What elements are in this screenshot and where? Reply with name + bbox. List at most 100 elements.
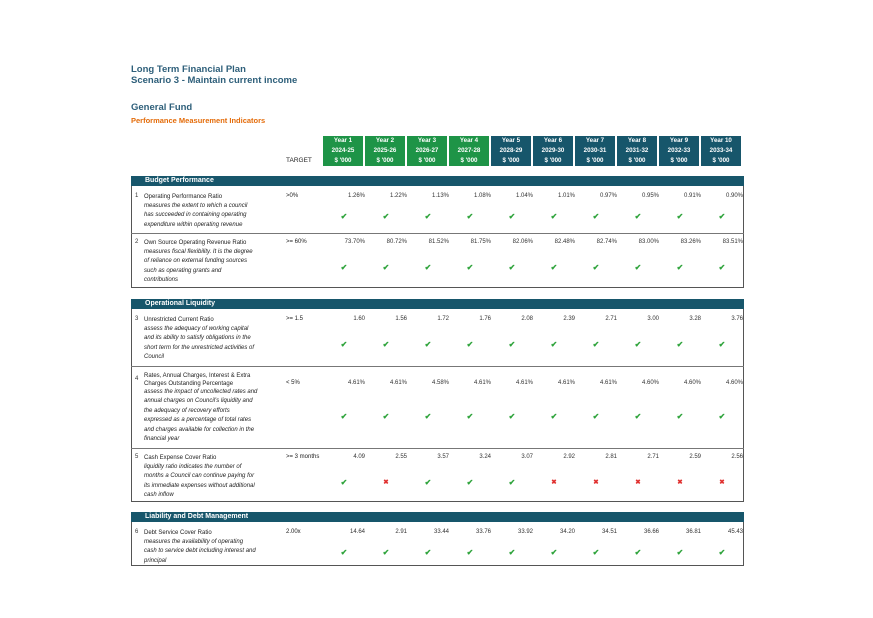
indicator-value: 4.60% — [641, 380, 659, 386]
indicator-target: 2.00x — [286, 529, 301, 535]
year-header-label: Year 5 — [491, 136, 531, 146]
cross-icon: ✖ — [635, 479, 641, 486]
indicator-description: measures the extent to which a council h… — [144, 203, 248, 228]
check-icon: ✔ — [676, 548, 684, 557]
check-icon: ✔ — [592, 548, 600, 557]
check-icon: ✔ — [382, 212, 390, 221]
indicator-name: Rates, Annual Charges, Interest & Extra … — [144, 373, 251, 387]
year-header-unit: $ '000 — [617, 156, 657, 166]
indicator-value: 4.09 — [353, 454, 365, 460]
check-icon: ✔ — [466, 478, 474, 487]
indicator-value: 4.60% — [683, 380, 701, 386]
cross-icon: ✖ — [551, 479, 557, 486]
year-header-unit: $ '000 — [491, 156, 531, 166]
indicator-value: 45.43 — [727, 529, 743, 535]
indicator-value: 1.56 — [395, 316, 407, 322]
check-icon: ✔ — [634, 340, 642, 349]
year-header-period: 2029-30 — [533, 146, 573, 156]
indicator-value: 3.24 — [479, 454, 491, 460]
year-header-label: Year 2 — [365, 136, 405, 146]
indicator-value: 81.52% — [428, 239, 449, 245]
check-icon: ✔ — [466, 263, 474, 272]
indicator-value: 4.61% — [599, 380, 617, 386]
section-header: Operational Liquidity — [131, 299, 744, 309]
year-header-period: 2028-29 — [491, 146, 531, 156]
indicator-value: 2.39 — [563, 316, 575, 322]
check-icon: ✔ — [718, 340, 726, 349]
cross-icon: ✖ — [593, 479, 599, 486]
year-header-label: Year 7 — [575, 136, 615, 146]
target-column-header: TARGET — [286, 157, 312, 164]
indicator-value: 3.76 — [731, 316, 743, 322]
indicator-value: 0.97% — [599, 193, 617, 199]
year-header-unit: $ '000 — [365, 156, 405, 166]
year-header-unit: $ '000 — [533, 156, 573, 166]
check-icon: ✔ — [676, 412, 684, 421]
indicator-description: assess the impact of uncollected rates a… — [144, 389, 258, 443]
indicator-target: >0% — [286, 193, 299, 199]
indicator-value: 2.56 — [731, 454, 743, 460]
year-header-label: Year 1 — [323, 136, 363, 146]
row-separator — [131, 233, 744, 234]
check-icon: ✔ — [424, 412, 432, 421]
indicator-value: 1.13% — [431, 193, 449, 199]
indicator-value: 82.06% — [512, 239, 533, 245]
indicator-target: < 5% — [286, 380, 300, 386]
indicator-value: 4.61% — [473, 380, 491, 386]
indicator-name: Unrestricted Current Ratio — [144, 317, 214, 323]
section-header: Budget Performance — [131, 176, 744, 186]
indicator-value: 1.72 — [437, 316, 449, 322]
section-box — [131, 309, 744, 502]
check-icon: ✔ — [676, 263, 684, 272]
check-icon: ✔ — [550, 548, 558, 557]
indicator-value: 2.59 — [689, 454, 701, 460]
check-icon: ✔ — [550, 212, 558, 221]
check-icon: ✔ — [508, 263, 516, 272]
indicator-name: Operating Performance Ratio — [144, 194, 223, 200]
indicator-value: 1.01% — [557, 193, 575, 199]
indicator-value: 1.22% — [389, 193, 407, 199]
indicator-value: 3.57 — [437, 454, 449, 460]
indicator-value: 36.81 — [685, 529, 701, 535]
indicator-number: 4 — [135, 376, 139, 382]
check-icon: ✔ — [466, 412, 474, 421]
check-icon: ✔ — [550, 412, 558, 421]
check-icon: ✔ — [340, 548, 348, 557]
check-icon: ✔ — [340, 412, 348, 421]
year-header-label: Year 8 — [617, 136, 657, 146]
indicator-value: 1.04% — [515, 193, 533, 199]
indicator-value: 4.61% — [515, 380, 533, 386]
year-header-label: Year 3 — [407, 136, 447, 146]
year-header-label: Year 10 — [701, 136, 741, 146]
check-icon: ✔ — [676, 340, 684, 349]
year-header-unit: $ '000 — [407, 156, 447, 166]
check-icon: ✔ — [634, 212, 642, 221]
year-header-period: 2025-26 — [365, 146, 405, 156]
indicator-value: 33.44 — [433, 529, 449, 535]
check-icon: ✔ — [592, 340, 600, 349]
year-header-unit: $ '000 — [575, 156, 615, 166]
indicator-number: 3 — [135, 316, 139, 322]
indicator-description: liquidity ratio indicates the number of … — [144, 464, 255, 499]
indicator-value: 0.95% — [641, 193, 659, 199]
indicator-name: Cash Expense Cover Ratio — [144, 455, 217, 461]
indicator-value: 82.48% — [554, 239, 575, 245]
indicator-value: 4.58% — [431, 380, 449, 386]
check-icon: ✔ — [382, 263, 390, 272]
indicator-value: 1.76 — [479, 316, 491, 322]
check-icon: ✔ — [382, 412, 390, 421]
indicator-value: 2.08 — [521, 316, 533, 322]
fund-title: General Fund — [131, 102, 193, 113]
check-icon: ✔ — [382, 548, 390, 557]
section-box — [131, 522, 744, 566]
check-icon: ✔ — [424, 548, 432, 557]
check-icon: ✔ — [550, 340, 558, 349]
indicator-target: >= 3 months — [286, 454, 320, 460]
check-icon: ✔ — [508, 212, 516, 221]
indicator-value: 36.66 — [643, 529, 659, 535]
indicator-value: 2.71 — [647, 454, 659, 460]
row-separator — [131, 366, 744, 367]
check-icon: ✔ — [340, 263, 348, 272]
check-icon: ✔ — [340, 212, 348, 221]
indicator-value: 3.28 — [689, 316, 701, 322]
